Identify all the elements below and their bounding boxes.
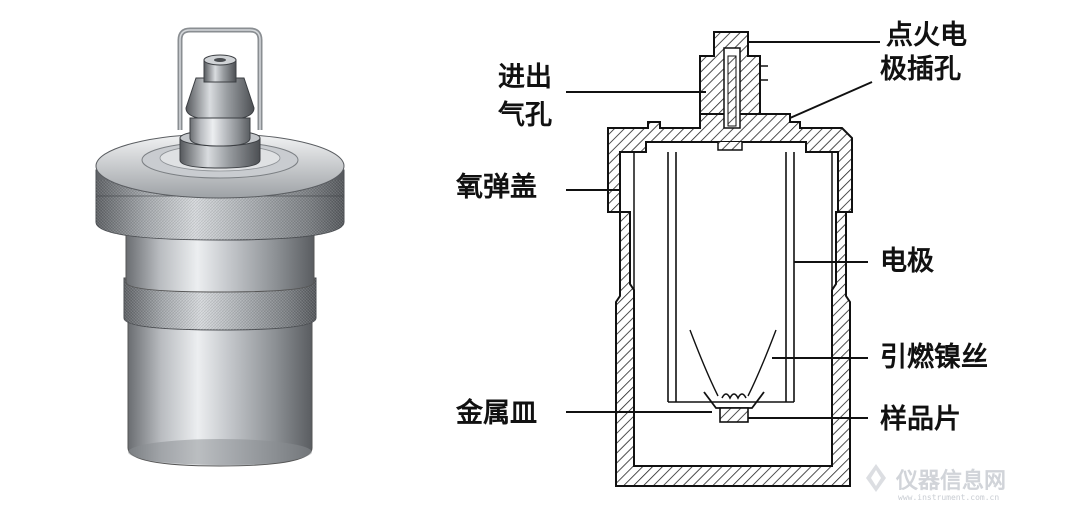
watermark: 仪器信息网 www.instrument.com.cn bbox=[866, 464, 1006, 502]
cross-section-diagram bbox=[607, 31, 853, 487]
leader-lines bbox=[566, 41, 880, 419]
label-sample-pellet: 样品片 bbox=[880, 403, 961, 435]
label-ignition-hole-line1: 点火电 bbox=[886, 20, 967, 51]
label-bomb-cap: 氧弹盖 bbox=[455, 172, 537, 203]
label-ignition-hole-line2: 极插孔 bbox=[880, 54, 961, 85]
label-gas-port-line1: 进出 bbox=[498, 62, 552, 93]
label-gas-port-line2: 气孔 bbox=[497, 100, 552, 131]
watermark-logo-icon bbox=[866, 464, 886, 492]
watermark-text: 仪器信息网 bbox=[895, 468, 1006, 494]
oxygen-bomb-photo bbox=[95, 27, 345, 467]
label-metal-dish: 金属皿 bbox=[455, 397, 537, 429]
sample-pellet-shape bbox=[719, 407, 749, 423]
watermark-sub: www.instrument.com.cn bbox=[898, 493, 999, 502]
bomb-body-section bbox=[615, 211, 851, 487]
label-electrode: 电极 bbox=[880, 246, 934, 277]
label-nickel-wire: 引燃镍丝 bbox=[880, 342, 988, 373]
bomb-cap-section bbox=[607, 113, 853, 213]
